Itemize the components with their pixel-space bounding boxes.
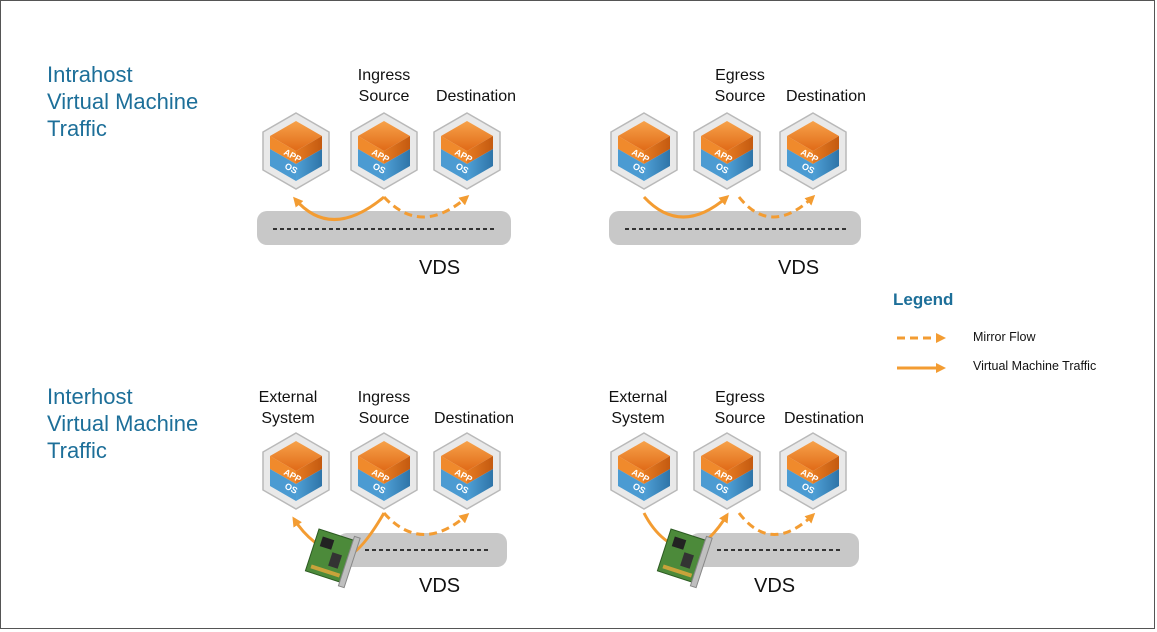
label-destination: Destination	[427, 408, 521, 429]
label-line: Source	[714, 410, 766, 427]
vds-label: VDS	[419, 575, 461, 597]
vm-traffic-arrow	[293, 195, 385, 221]
label-destination: Destination	[429, 86, 523, 107]
vds-label: VDS	[778, 257, 820, 279]
label-line: External	[608, 389, 668, 406]
label-egress-source: Egress Source	[707, 387, 773, 429]
label-line: Destination	[435, 88, 517, 105]
network-card-icon	[304, 528, 361, 589]
switch-bar-top-left	[257, 211, 511, 245]
label-egress-source: Egress Source	[707, 65, 773, 107]
label-line: Ingress	[357, 67, 411, 84]
label-destination: Destination	[779, 86, 873, 107]
label-ingress-source: Ingress Source	[351, 387, 417, 429]
switch-bar-top-right	[609, 211, 861, 245]
vds-label: VDS	[419, 257, 461, 279]
label-line: System	[611, 410, 665, 427]
label-line: System	[261, 410, 315, 427]
legend-item-mirror-flow: Mirror Flow	[973, 330, 1036, 344]
section-title-interhost: Interhost Virtual Machine Traffic	[47, 383, 198, 464]
legend-item-vm-traffic: Virtual Machine Traffic	[973, 359, 1097, 373]
label-line: External	[258, 389, 318, 406]
legend-title: Legend	[893, 290, 954, 309]
mirror-flow-arrow	[737, 194, 816, 219]
label-external-system: External System	[255, 387, 321, 429]
vds-label: VDS	[754, 575, 796, 597]
title-line: Intrahost	[47, 62, 133, 87]
title-line: Traffic	[47, 438, 107, 463]
label-destination: Destination	[777, 408, 871, 429]
label-line: Source	[358, 410, 410, 427]
label-line: Egress	[715, 67, 765, 84]
title-line: Virtual Machine	[47, 411, 199, 436]
network-card-icon	[656, 528, 713, 589]
label-line: Destination	[433, 410, 515, 427]
mirror-flow-arrow	[382, 195, 470, 219]
label-line: Destination	[785, 88, 867, 105]
title-line: Virtual Machine	[47, 89, 199, 114]
vm-icons-layer: APPOSAPPOSAPPOSAPPOSAPPOSAPPOSAPPOSAPPOS…	[262, 112, 847, 510]
label-external-system: External System	[605, 387, 671, 429]
vm-traffic-arrow	[642, 195, 730, 219]
label-line: Egress	[715, 389, 765, 406]
label-ingress-source: Ingress Source	[351, 65, 417, 107]
label-line: Ingress	[357, 389, 411, 406]
label-line: Source	[358, 88, 410, 105]
switch-bar-bottom-left	[337, 533, 507, 567]
label-line: Source	[714, 88, 766, 105]
title-line: Interhost	[47, 384, 133, 409]
section-title-intrahost: Intrahost Virtual Machine Traffic	[47, 61, 198, 142]
label-line: Destination	[783, 410, 865, 427]
mirror-flow-arrow	[382, 512, 470, 536]
title-line: Traffic	[47, 116, 107, 141]
switch-bar-bottom-right	[689, 533, 859, 567]
mirror-flow-arrow	[737, 512, 816, 536]
